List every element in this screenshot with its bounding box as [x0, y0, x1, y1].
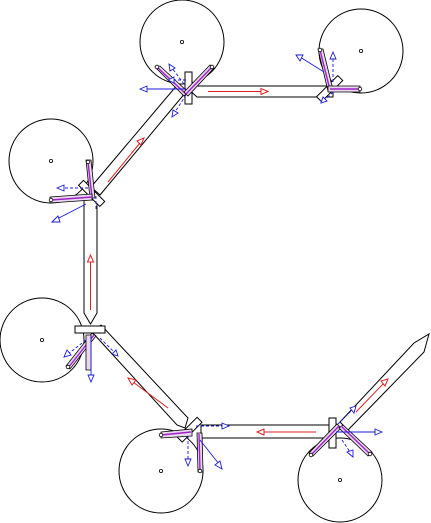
joint-top-right-lever-up-line: [319, 49, 331, 91]
joint-lower-left-vector-left-head: [63, 349, 72, 358]
force-arrow-output-head: [380, 378, 389, 387]
force-arrow-bottom-head: [255, 428, 265, 436]
joint-top-vector-down-head: [171, 109, 179, 118]
wheel-top-right-center: [358, 49, 363, 54]
force-arrow-lower-diag-shaft: [132, 381, 169, 409]
force-arrow-upper-diag-head: [136, 137, 145, 146]
joint-bottom-right-vector-up: [337, 409, 353, 425]
joint-lower-left-pin-left: [65, 364, 71, 370]
joint-bottom-right-vector-down: [341, 439, 351, 453]
link-lower-diagonal: [91, 324, 189, 429]
joint-top-right-vector-down: [324, 91, 334, 101]
joint-top: [138, 63, 215, 118]
joint-bottom-vector-down-right: [199, 439, 220, 465]
joint-bottom-right-vector-right-head: [374, 428, 384, 436]
joint-lower-left-bar: [74, 325, 106, 334]
force-arrow-upper-diag-shaft: [107, 142, 141, 183]
joint-bottom: [158, 416, 231, 474]
wheel-bottom-center: [158, 468, 163, 473]
joint-bottom-vector-down-right-head: [214, 460, 223, 470]
joint-upper-left-vector-left-head: [55, 184, 65, 192]
joint-top-vector-up-head: [168, 63, 176, 72]
joint-bottom-right-lever-left-line: [310, 425, 340, 456]
wheel-top-center: [179, 40, 184, 45]
joint-bottom-vector-down-head: [184, 458, 192, 468]
joint-upper-left-vector-down-left: [56, 203, 87, 220]
joint-top-vector-up: [171, 67, 185, 85]
joint-upper-left: [48, 159, 106, 223]
joint-upper-left-vector-down-left-head: [50, 215, 61, 223]
joint-bottom-right-vector-down-head: [346, 449, 354, 458]
wheel-bottom-right-center: [337, 477, 342, 482]
joint-lower-left-vector-down-head: [87, 374, 95, 384]
joint-bottom-pin-down: [197, 468, 203, 474]
joint-top-right: [295, 47, 363, 104]
joint-top-vector-down: [174, 94, 187, 113]
joint-bottom-right-pin-right: [367, 451, 373, 457]
joint-top-right-vector-up-head: [329, 50, 337, 60]
joint-top-right-pin-right: [357, 86, 363, 92]
link-upper-diagonal: [90, 83, 187, 196]
joint-bottom-right-lever-right-line: [340, 425, 371, 455]
joint-upper-left-lever-up-line: [87, 161, 93, 198]
joint-bottom-lever-left-line: [160, 431, 192, 436]
joint-lower-left-vector-right: [99, 337, 115, 353]
joint-top-right-pin-up: [317, 47, 323, 53]
force-arrow-output-shaft: [355, 382, 385, 413]
joint-top-vector-left-head: [138, 85, 148, 93]
joint-lower-left: [63, 325, 119, 384]
joint-upper-left-lever-left-line: [50, 196, 93, 201]
force-arrow-lower-diag-head: [126, 377, 137, 386]
joint-top-vector-mid-head: [166, 76, 175, 84]
joint-bottom-right-pin-left: [308, 452, 314, 458]
joint-lower-left-lever-down: [85, 334, 92, 371]
wheels: [0, 0, 404, 523]
joint-bottom-lever-down-line: [198, 433, 201, 472]
joint-top-right-vector-down-head: [320, 96, 328, 104]
joint-upper-left-pin-left: [48, 197, 54, 203]
force-arrow-left-head: [86, 253, 95, 263]
joint-bottom-right: [308, 405, 384, 458]
joint-upper-left-pin-up: [85, 159, 91, 165]
links: [83, 83, 430, 439]
force-arrow-top-head: [260, 87, 270, 96]
joint-lower-left-vector-right-head: [111, 349, 119, 357]
joint-top-pin-left: [154, 64, 160, 70]
joint-bottom-pin-left: [158, 432, 164, 438]
wheel-upper-left-center: [49, 158, 54, 163]
joint-top-lever-right-line: [185, 66, 213, 95]
joint-top-right-vector-up-left: [299, 56, 325, 73]
joint-bottom-right-vector-up-head: [349, 405, 357, 414]
joint-top-pin-right: [209, 64, 215, 70]
joint-lower-left-vector-left: [67, 339, 87, 355]
joint-top-right-vector-up-left-head: [295, 54, 304, 62]
wheel-lower-left-center: [40, 337, 45, 342]
joint-bottom-vector-right-head: [221, 422, 231, 430]
force-arrows: [86, 87, 389, 436]
